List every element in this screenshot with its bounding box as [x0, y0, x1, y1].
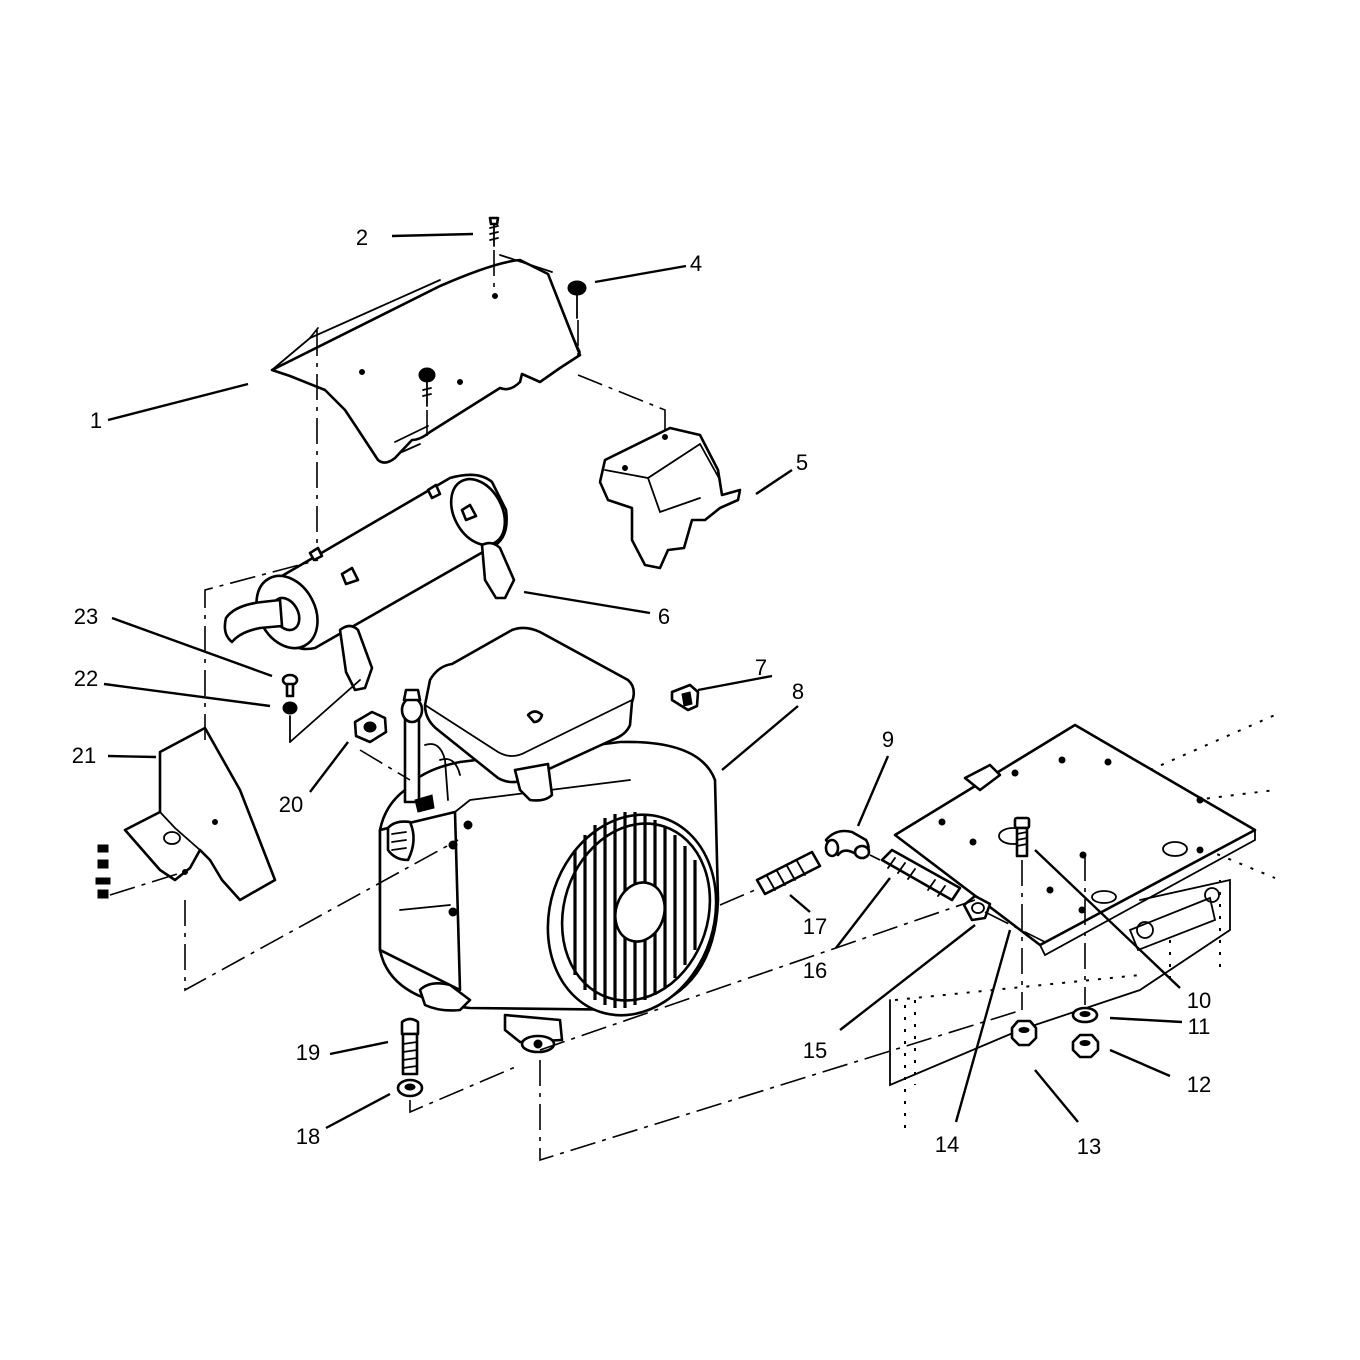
- frame-rail: [889, 714, 1276, 1130]
- callout-11: 11: [1188, 1014, 1211, 1039]
- callout-17: 17: [803, 914, 827, 939]
- callout-labels: 1 2 4 5 6 7 8 9 10 11 12 13 14 15 16 17 …: [72, 225, 1211, 1159]
- bracket-7: [670, 683, 700, 712]
- nipple-16: [880, 848, 962, 902]
- callout-20: 20: [279, 792, 303, 817]
- callout-23: 23: [74, 604, 98, 629]
- screw-4: [567, 280, 587, 319]
- callout-7: 7: [755, 655, 767, 680]
- mounting-plate: [893, 723, 1257, 957]
- callout-5: 5: [796, 450, 808, 475]
- deflector-21: [123, 726, 277, 902]
- washer-22: [282, 701, 298, 715]
- flywheel-screen: [546, 812, 718, 1017]
- plate-bolt: [1013, 816, 1086, 1010]
- screw-2: [488, 216, 500, 247]
- callout-15: 15: [803, 1038, 827, 1063]
- callout-21: 21: [72, 743, 96, 768]
- callout-1: 1: [90, 408, 102, 433]
- callout-18: 18: [296, 1124, 320, 1149]
- lock-washer: [1071, 1006, 1099, 1024]
- deflector-hardware: [95, 844, 111, 899]
- callout-13: 13: [1077, 1134, 1101, 1159]
- nipple-17: [755, 850, 822, 896]
- muffler: [223, 473, 516, 692]
- callout-10: 10: [1187, 988, 1211, 1013]
- callout-9: 9: [882, 727, 894, 752]
- callout-16: 16: [803, 958, 827, 983]
- bolt-23: [281, 673, 299, 698]
- air-cleaner-cover: [423, 626, 636, 802]
- callout-8: 8: [792, 679, 804, 704]
- hex-nut-13: [1010, 1019, 1038, 1047]
- callout-12: 12: [1187, 1072, 1211, 1097]
- engine-bolt-19: [400, 1017, 420, 1076]
- leader-lines: [103, 232, 1183, 1130]
- exhaust-shield: [598, 426, 742, 570]
- callout-6: 6: [658, 604, 670, 629]
- heat-shield: [270, 254, 582, 464]
- hex-nut-12: [1071, 1033, 1100, 1059]
- screw-inside-shield: [418, 367, 436, 407]
- callout-4: 4: [690, 251, 702, 276]
- exhaust-gasket: [353, 710, 388, 744]
- callout-22: 22: [74, 666, 98, 691]
- callout-19: 19: [296, 1040, 320, 1065]
- callout-2: 2: [356, 225, 368, 250]
- washer-18: [396, 1078, 424, 1098]
- callout-14: 14: [935, 1132, 959, 1157]
- elbow-9: [824, 829, 871, 860]
